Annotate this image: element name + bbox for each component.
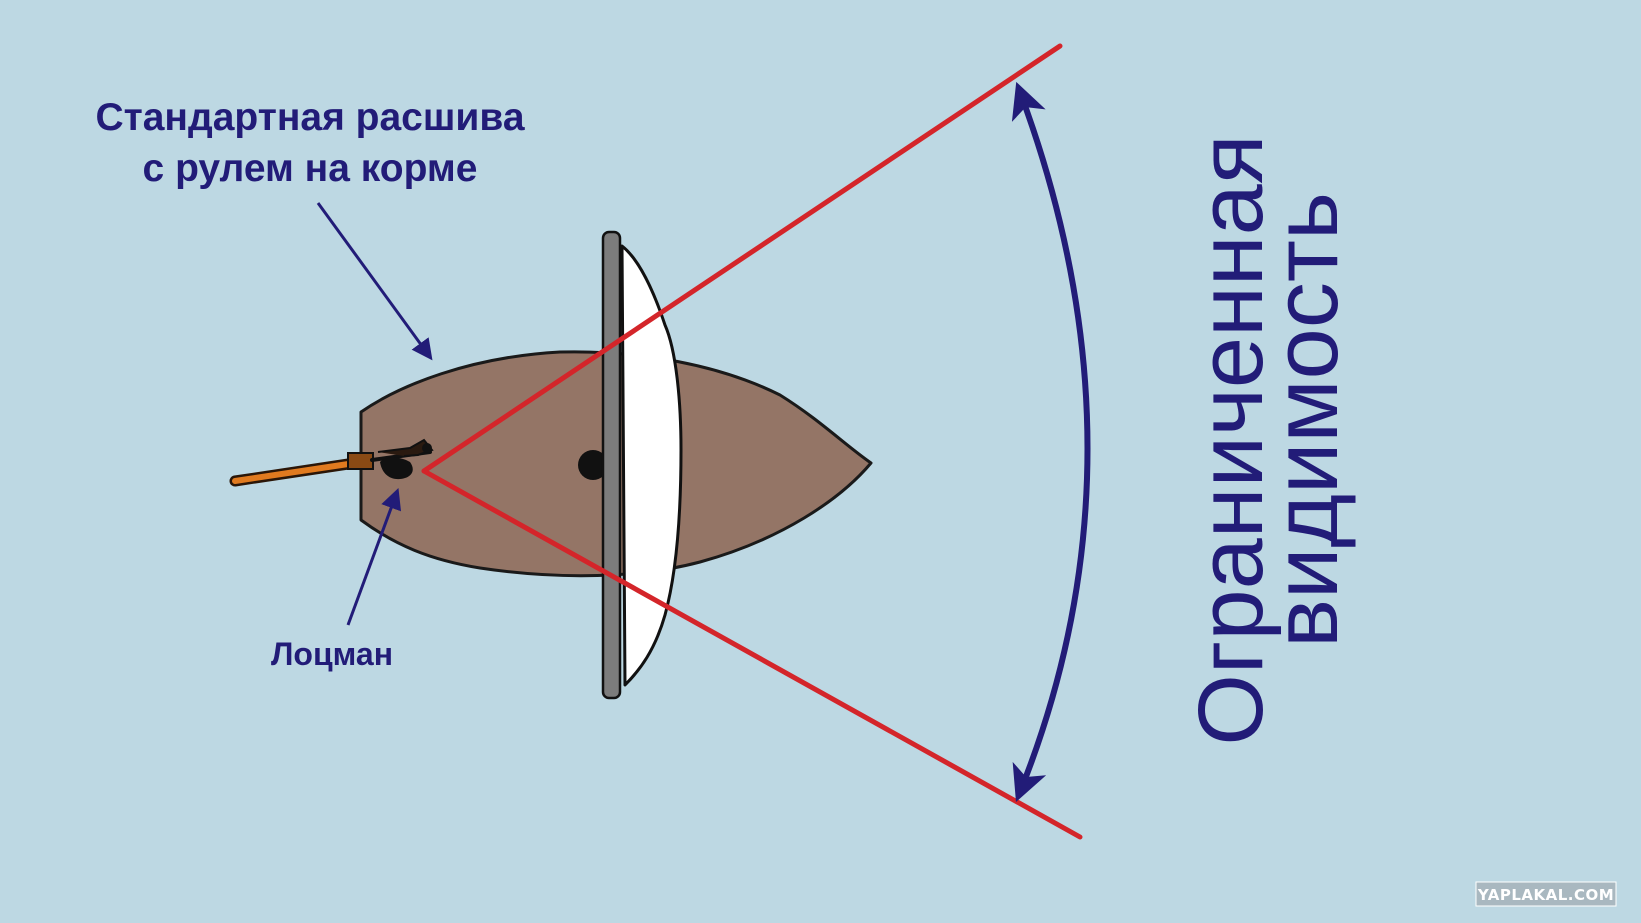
tiller-icon [229, 457, 361, 487]
visibility-label: Ограниченная видимость [1180, 134, 1357, 745]
watermark-text: YAPLAKAL.COM [1477, 886, 1614, 904]
watermark: YAPLAKAL.COM [1475, 881, 1617, 907]
pilot-figure-icon [347, 438, 434, 480]
boat-title-line1: Стандартная расшива [95, 96, 524, 139]
sight-cone-icon [421, 43, 1083, 840]
boat-pointer-arrow [316, 202, 433, 361]
curved-double-arrow-icon [1011, 81, 1091, 803]
mast-step-icon [578, 450, 608, 480]
visibility-label-line2: видимость [1255, 192, 1357, 648]
boat-title-line2: с рулем на корме [143, 147, 478, 190]
sail-icon [620, 244, 683, 687]
pilot-label: Лоцман [271, 636, 393, 672]
mast-icon [601, 230, 622, 700]
visibility-label-line1: Ограниченная [1180, 134, 1282, 745]
pilot-pointer-arrow [346, 488, 402, 626]
